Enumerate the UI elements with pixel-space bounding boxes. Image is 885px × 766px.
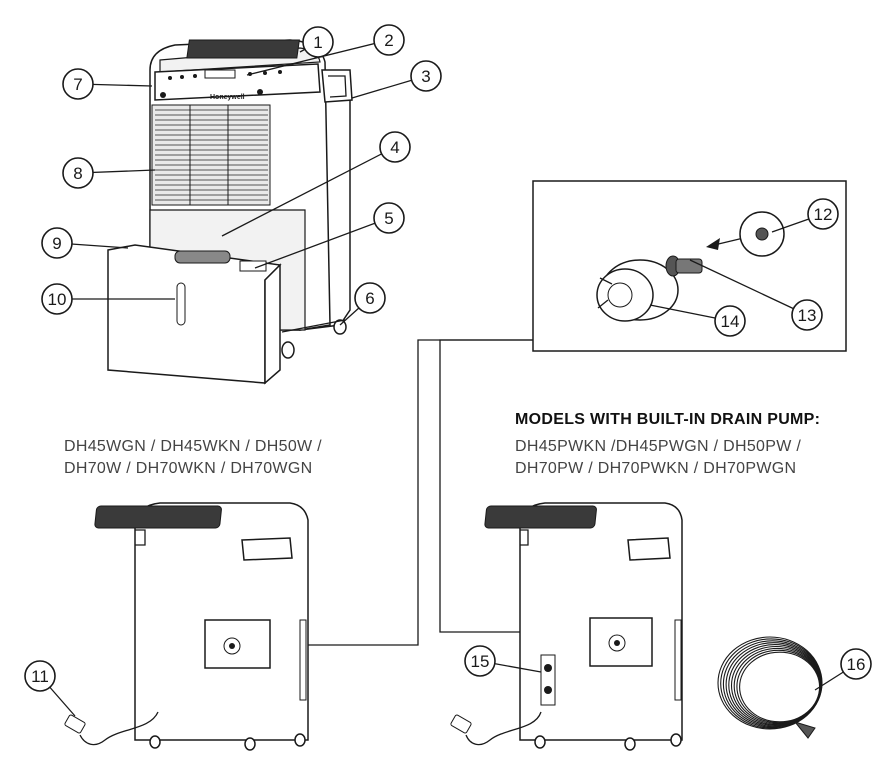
callout-leader	[221, 146, 396, 237]
callout-number: 4	[390, 138, 399, 157]
brand-logo: Honeywell	[210, 94, 245, 101]
callout-number: 2	[384, 31, 393, 50]
callout-number: 12	[814, 205, 833, 224]
callout-marker	[41, 227, 73, 259]
leader-to-pump-unit	[439, 339, 590, 633]
power-plug	[64, 714, 86, 734]
pump-unit-rear	[450, 502, 683, 751]
callout-marker	[373, 202, 405, 234]
callout-number: 3	[421, 67, 430, 86]
pump-models-line2: DH70PW / DH70PWKN / DH70PWGN	[515, 460, 797, 477]
pump-outlet-fitting	[596, 259, 679, 322]
pump-plug-pin	[665, 255, 703, 277]
tank-float	[174, 250, 231, 264]
callout-number: 10	[48, 290, 67, 309]
callout-number: 11	[31, 667, 49, 686]
callout-number: 16	[847, 655, 866, 674]
power-cord	[79, 711, 159, 746]
callout-leader	[254, 217, 390, 269]
pump-section-heading: MODELS WITH BUILT-IN DRAIN PUMP:	[515, 411, 821, 428]
callout-marker	[840, 648, 872, 680]
callout-marker	[379, 131, 411, 163]
callout-marker	[807, 198, 839, 230]
standard-models-line1: DH45WGN / DH45WKN / DH50W /	[64, 438, 322, 455]
gravity-drain-port	[540, 654, 556, 706]
callout-marker	[24, 660, 56, 692]
callout-number: 5	[384, 209, 393, 228]
main-dehumidifier: Honeywell	[107, 39, 353, 385]
callout-number: 8	[73, 164, 82, 183]
callout-marker	[464, 645, 496, 677]
callout-marker	[354, 282, 386, 314]
standard-models-line2: DH70W / DH70WKN / DH70WGN	[64, 460, 313, 477]
pump-models-line1: DH45PWKN /DH45PWGN / DH50PW /	[515, 438, 802, 455]
callout-marker	[410, 60, 442, 92]
callout-number: 9	[52, 234, 61, 253]
callout-marker	[62, 68, 94, 100]
water-tank	[107, 244, 282, 385]
leader-to-standard-unit	[270, 339, 533, 646]
callout-number: 14	[721, 312, 740, 331]
callout-leader	[689, 259, 808, 316]
callout-number: 1	[313, 33, 322, 52]
callout-number: 13	[798, 306, 817, 325]
drain-hose-coil	[717, 636, 823, 739]
standard-unit-rear	[64, 502, 309, 751]
callout-marker	[302, 26, 334, 58]
pump-cap	[739, 211, 785, 257]
callout-marker	[791, 299, 823, 331]
callout-number: 6	[365, 289, 374, 308]
callout-marker	[62, 157, 94, 189]
callout-marker	[41, 283, 73, 315]
callout-marker	[373, 24, 405, 56]
water-level-window	[176, 282, 186, 326]
callout-number: 15	[471, 652, 490, 671]
callout-number: 7	[73, 75, 82, 94]
callout-marker	[714, 305, 746, 337]
